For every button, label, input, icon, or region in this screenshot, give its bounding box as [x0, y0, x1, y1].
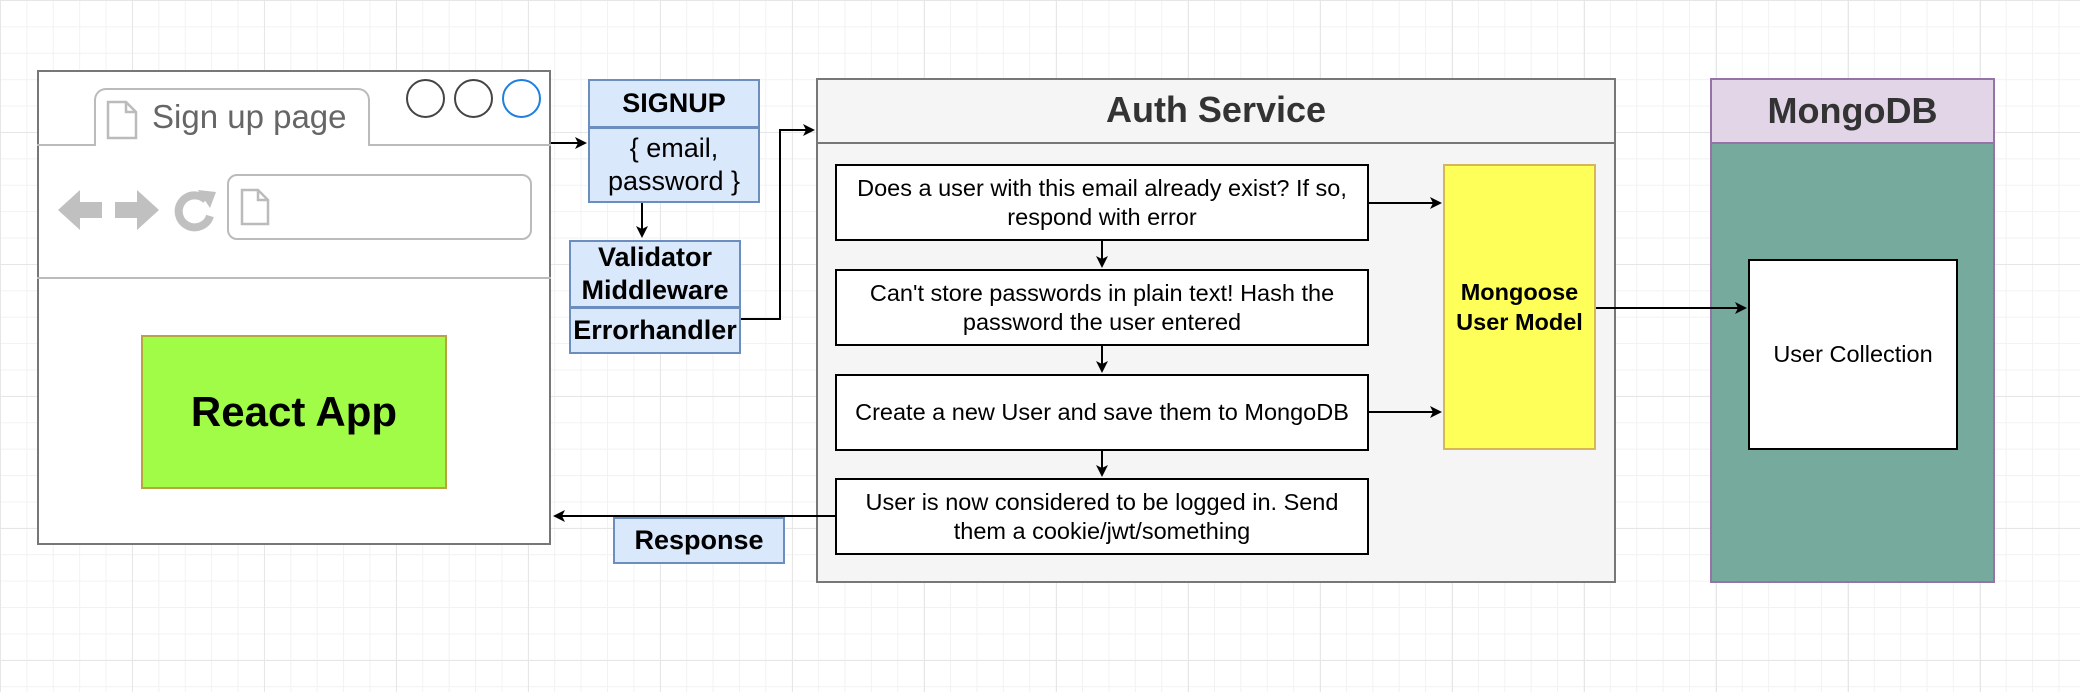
- auth-step: Create a new User and save them to Mongo…: [835, 374, 1369, 451]
- step-line: Can't store passwords in plain text! Has…: [869, 279, 1335, 306]
- react-app-box: React App: [141, 335, 447, 489]
- forward-arrow-icon: [115, 190, 159, 230]
- page-icon: [240, 188, 270, 226]
- payload-line: { email,: [629, 133, 719, 163]
- window-control-circle: [406, 79, 445, 118]
- signup-title: SIGNUP: [588, 79, 760, 128]
- auth-step: User is now considered to be logged in. …: [835, 478, 1369, 555]
- mongoose-line: Mongoose: [1460, 279, 1579, 305]
- reload-icon: [174, 190, 216, 232]
- signup-payload: { email, password }: [588, 127, 760, 203]
- tab-divider: [368, 144, 551, 146]
- step-line: Create a new User and save them to Mongo…: [855, 399, 1349, 425]
- validator-line: Validator: [597, 242, 713, 272]
- mongodb-title: MongoDB: [1710, 78, 1995, 144]
- window-control-circle: [454, 79, 493, 118]
- mongoose-line: User Model: [1456, 309, 1583, 335]
- auth-service-title: Auth Service: [816, 78, 1616, 144]
- errorhandler: Errorhandler: [569, 307, 741, 354]
- validator-line: Middleware: [581, 275, 729, 305]
- auth-step: Does a user with this email already exis…: [835, 164, 1369, 241]
- window-control-circle: [502, 79, 541, 118]
- payload-line: password }: [607, 166, 741, 196]
- auth-step: Can't store passwords in plain text! Has…: [835, 269, 1369, 346]
- step-line: User is now considered to be logged in. …: [865, 488, 1339, 515]
- step-line: them a cookie/jwt/something: [953, 517, 1251, 544]
- arrow-errorhandler-to-auth: [741, 124, 815, 320]
- browser-toolbar-divider: [37, 277, 551, 279]
- tab-label: Sign up page: [152, 98, 347, 135]
- user-collection: User Collection: [1748, 259, 1958, 450]
- browser-tab: [94, 88, 370, 146]
- tab-divider: [37, 144, 96, 146]
- step-line: respond with error: [1007, 203, 1197, 230]
- response-label: Response: [613, 517, 785, 564]
- address-bar: [227, 174, 532, 240]
- back-arrow-icon: [58, 190, 102, 230]
- page-icon: [106, 100, 138, 140]
- step-line: Does a user with this email already exis…: [857, 174, 1347, 201]
- mongoose-user-model: Mongoose User Model: [1443, 164, 1596, 450]
- step-line: password the user entered: [962, 308, 1242, 335]
